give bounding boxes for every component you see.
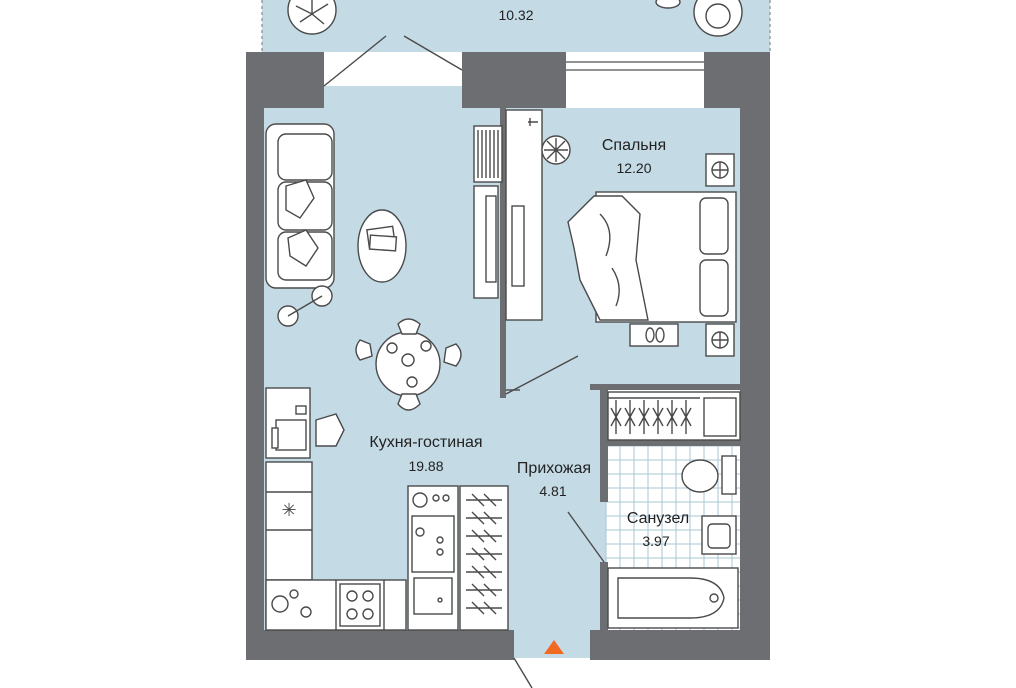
kitchen-wardrobe	[459, 485, 509, 631]
bathroom-sink	[701, 515, 737, 555]
balcony-plant	[287, 0, 337, 35]
kitchen-appliance	[271, 589, 312, 618]
nightstand-top	[705, 153, 735, 187]
hallway-name: Прихожая	[517, 460, 591, 477]
bathtub	[607, 567, 739, 629]
bathroom-area: 3.97	[642, 533, 669, 549]
outer-wall-right	[740, 52, 770, 660]
bedroom-plant	[541, 135, 571, 165]
partition-bath-left	[600, 562, 608, 632]
dining-set	[355, 318, 462, 411]
bathroom-door	[567, 511, 605, 563]
balcony-stool	[655, 0, 681, 9]
bedroom-door	[505, 355, 579, 395]
hall-closet	[607, 391, 741, 441]
balcony-floor	[262, 0, 770, 52]
partition-closet-left	[600, 390, 608, 502]
kitchen-living-name: Кухня-гостиная	[369, 434, 482, 451]
nightstand-bottom	[705, 323, 735, 357]
cooktop	[339, 583, 381, 627]
outer-wall-left	[246, 52, 264, 660]
bedroom-name: Спальня	[602, 137, 666, 154]
kitchen-living-area: 19.88	[408, 458, 443, 474]
desk	[265, 387, 345, 459]
washing-machine	[407, 485, 459, 631]
sofa	[265, 123, 335, 289]
bedside-slippers	[629, 323, 679, 347]
partition-living-bedroom	[500, 108, 506, 398]
partition-closet-bath	[606, 440, 740, 446]
pillar-top-center	[462, 52, 566, 108]
partition-bedroom-hall	[590, 384, 740, 390]
hallway-area: 4.81	[539, 483, 566, 499]
bed	[567, 191, 737, 323]
pillar-top-left	[246, 52, 324, 108]
outer-wall-bottom-right	[590, 630, 770, 660]
bedroom-wardrobe	[505, 109, 543, 321]
toilet	[681, 455, 737, 495]
asterisk-icon: ✳	[281, 500, 296, 521]
walls	[246, 52, 770, 660]
bedroom-window	[566, 61, 704, 71]
bedroom-area: 12.20	[616, 160, 651, 176]
bathroom-name: Санузел	[627, 510, 689, 527]
entrance-door	[513, 657, 533, 688]
balcony-area: 10.32	[498, 7, 533, 23]
balcony: 10.32	[261, 0, 771, 52]
coffee-table	[357, 209, 407, 283]
hallway-floor	[502, 386, 606, 636]
outer-wall-bottom-left	[246, 630, 514, 660]
balcony-door	[323, 35, 463, 87]
entrance-arrow-icon	[544, 640, 564, 654]
bookshelf	[473, 125, 503, 183]
tv-stand	[473, 185, 499, 299]
balcony-chair	[693, 0, 743, 37]
floor-lamp	[277, 285, 333, 327]
